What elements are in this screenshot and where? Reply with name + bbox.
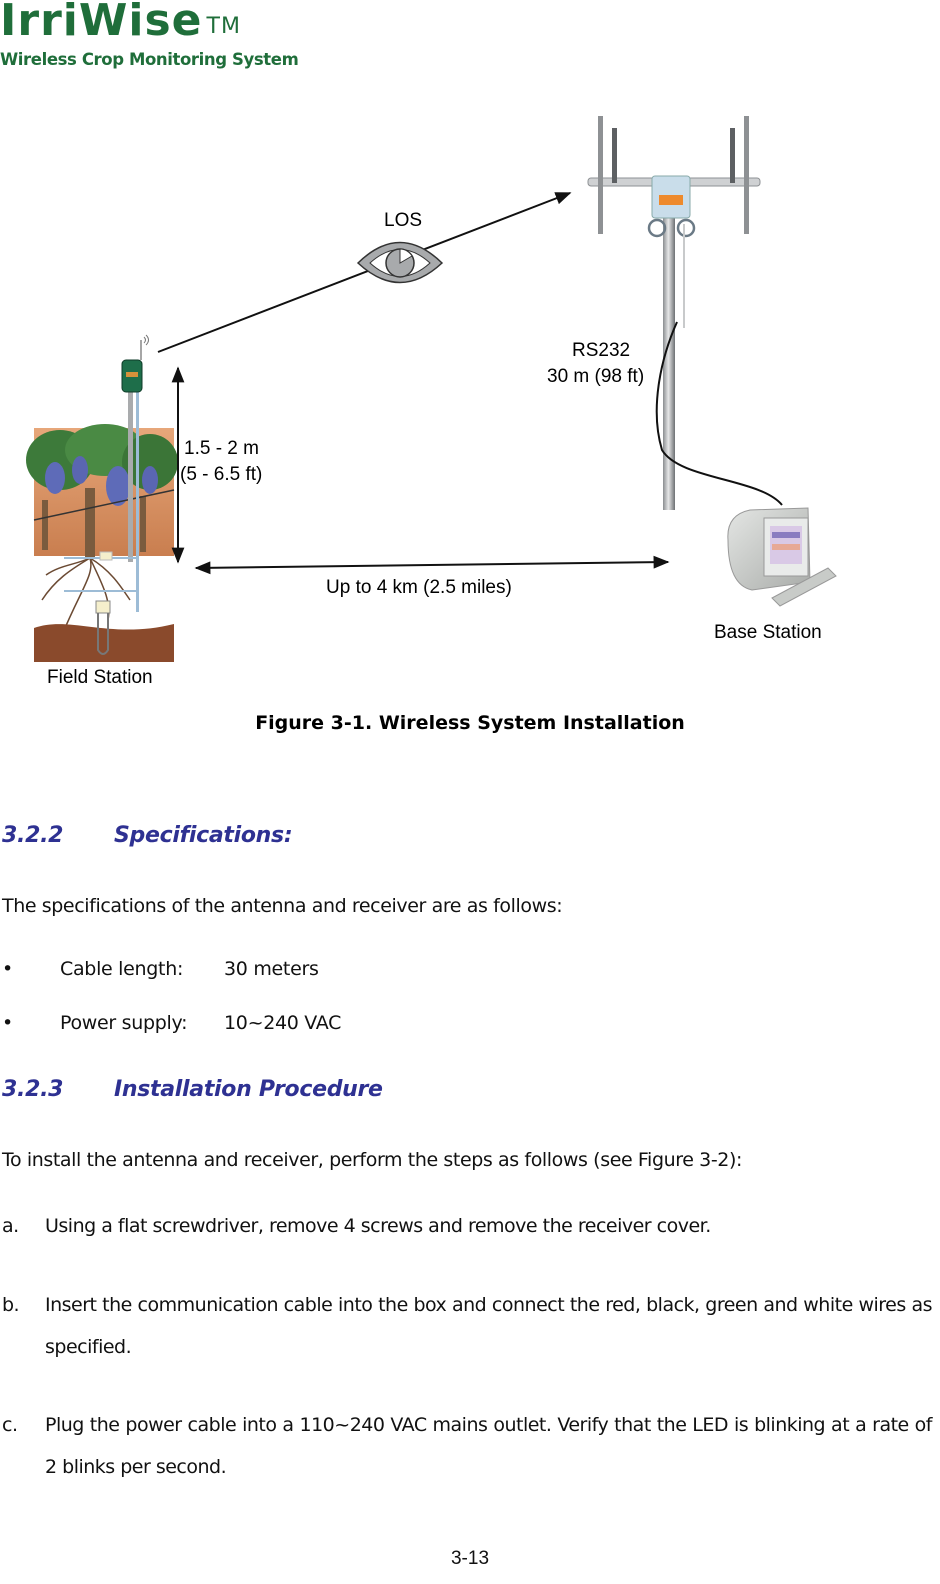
logo-trademark: TM xyxy=(206,14,241,39)
logo-title: IrriWise xyxy=(0,0,203,46)
rs232-label: RS232 xyxy=(572,340,630,361)
step-text: Using a flat screwdriver, remove 4 screw… xyxy=(45,1215,711,1237)
spec-item: • Cable length: 30 meters xyxy=(2,958,319,980)
spec-value: 30 meters xyxy=(224,958,319,980)
line-of-sight-eye-icon xyxy=(356,241,444,284)
procedure-step: a. Using a flat screwdriver, remove 4 scr… xyxy=(2,1205,932,1247)
step-marker: a. xyxy=(2,1215,19,1237)
spec-value: 10~240 VAC xyxy=(224,1012,342,1034)
bullet-icon: • xyxy=(2,1012,13,1034)
field-station-label: Field Station xyxy=(47,667,153,688)
section-heading-specifications: 3.2.2 Specifications: xyxy=(2,823,293,848)
distance-arrow xyxy=(194,555,670,575)
figure-caption: Figure 3-1. Wireless System Installation xyxy=(255,712,685,734)
step-text: Plug the power cable into a 110~240 VAC … xyxy=(45,1414,933,1478)
procedure-step: c. Plug the power cable into a 110~240 VA… xyxy=(2,1404,933,1488)
section-title: Specifications: xyxy=(114,823,293,848)
spec-label: Power supply: xyxy=(60,1012,188,1034)
base-station-computer-icon xyxy=(727,507,837,607)
section-number: 3.2.3 xyxy=(2,1077,64,1102)
distance-label: Up to 4 km (2.5 miles) xyxy=(326,577,512,598)
spec-item: • Power supply: 10~240 VAC xyxy=(2,1012,341,1034)
step-marker: b. xyxy=(2,1294,20,1316)
specifications-intro: The specifications of the antenna and re… xyxy=(2,895,563,917)
spec-label: Cable length: xyxy=(60,958,184,980)
step-marker: c. xyxy=(2,1414,18,1436)
procedure-step: b. Insert the communication cable into th… xyxy=(2,1284,933,1368)
page-number: 3-13 xyxy=(450,1548,490,1569)
section-number: 3.2.2 xyxy=(2,823,64,848)
base-station-label: Base Station xyxy=(714,622,822,643)
height-meters-label: 1.5 - 2 m xyxy=(184,438,259,459)
field-station-illustration xyxy=(26,334,178,662)
los-label: LOS xyxy=(384,210,422,231)
bullet-icon: • xyxy=(2,958,13,980)
step-text: Insert the communication cable into the … xyxy=(45,1294,933,1358)
wireless-installation-diagram: LOS RS232 30 m (98 ft) Base Station 1.5 … xyxy=(26,116,837,688)
section-heading-installation-procedure: 3.2.3 Installation Procedure xyxy=(2,1077,383,1102)
section-title: Installation Procedure xyxy=(114,1077,383,1102)
height-feet-label: (5 - 6.5 ft) xyxy=(180,464,262,485)
los-line xyxy=(157,192,572,353)
rs232-cable xyxy=(655,321,783,506)
base-antenna-illustration xyxy=(587,116,761,510)
cable-length-label: 30 m (98 ft) xyxy=(547,366,644,387)
installation-intro: To install the antenna and receiver, per… xyxy=(2,1149,743,1171)
logo-subtitle: Wireless Crop Monitoring System xyxy=(0,50,299,69)
